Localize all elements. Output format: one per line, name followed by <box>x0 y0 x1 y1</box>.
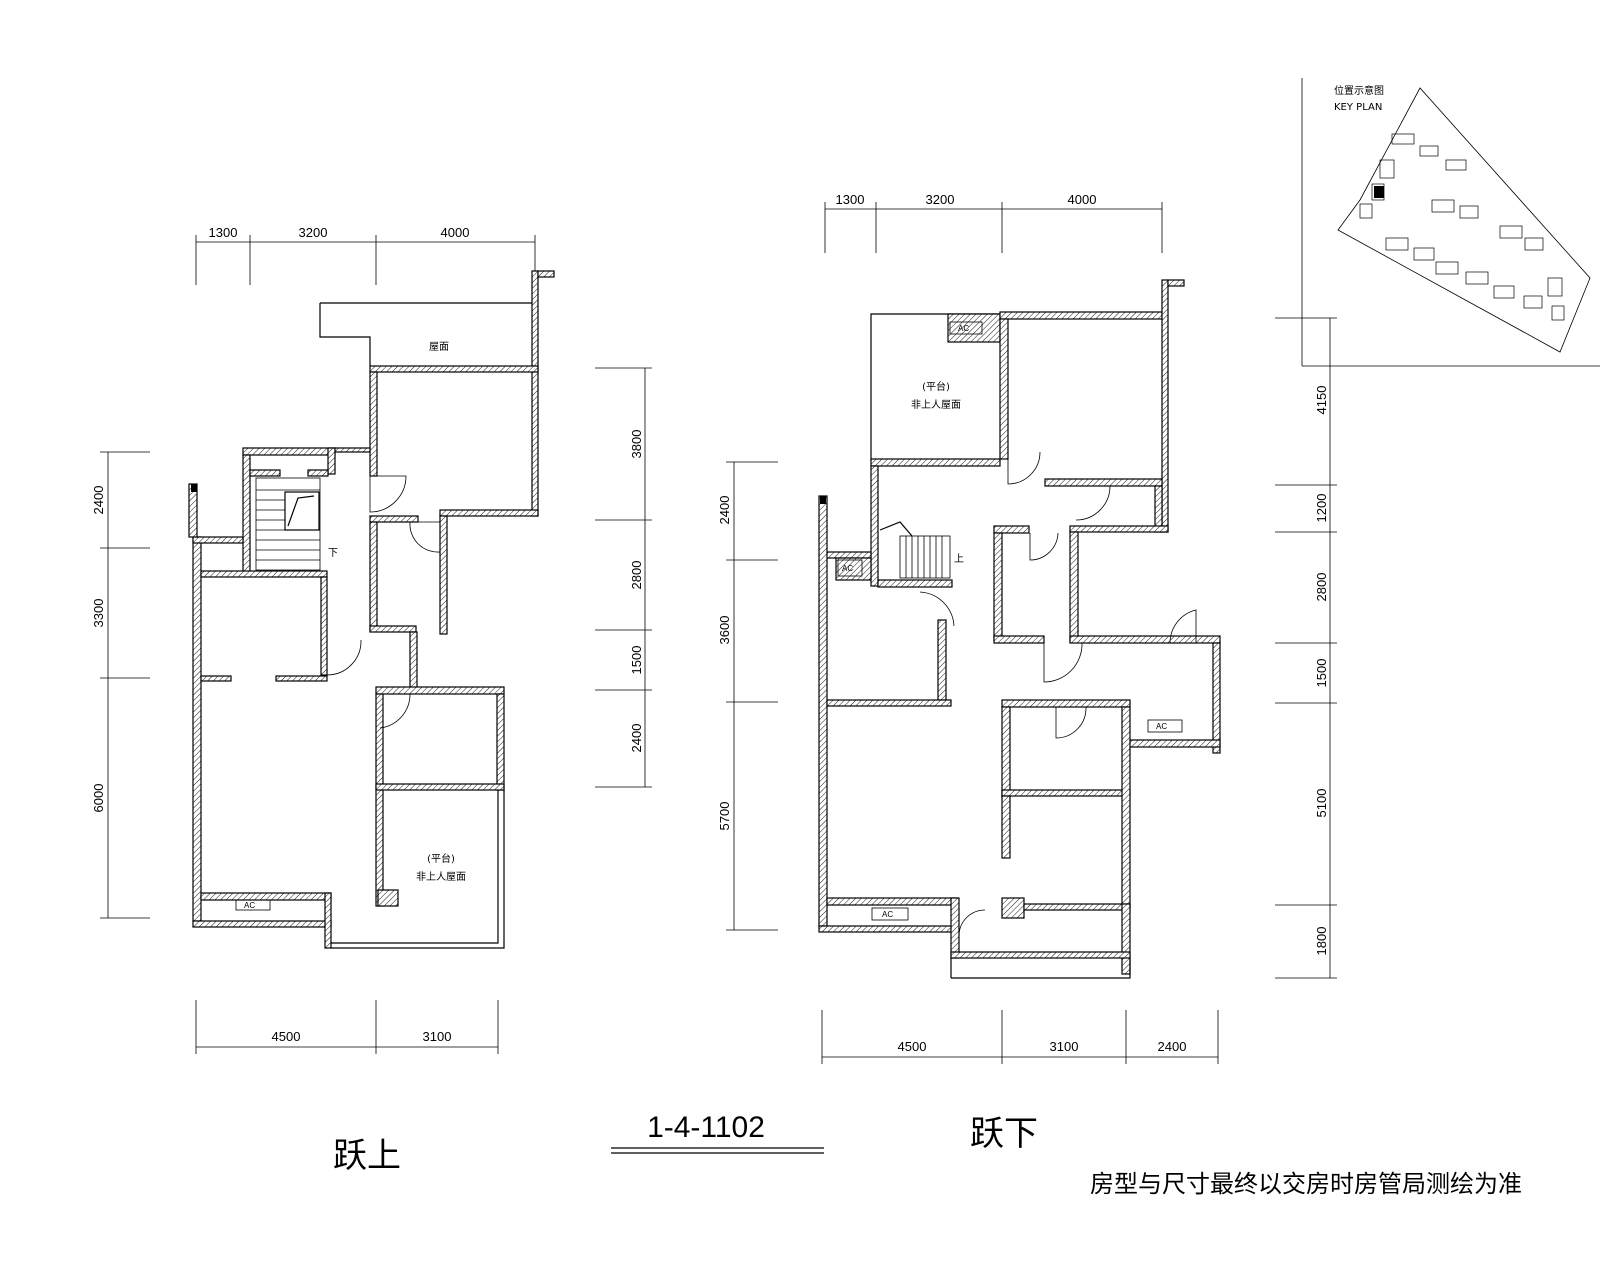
upper-dim-right-1: 3800 <box>629 430 644 459</box>
lower-dim-left-2: 3600 <box>717 616 732 645</box>
lower-dim-bottom-1: 4500 <box>898 1039 927 1054</box>
lower-dim-right-4: 1500 <box>1314 659 1329 688</box>
upper-plan-title: 跃上 <box>333 1136 401 1176</box>
lower-dim-top-1: 1300 <box>836 192 865 207</box>
lower-plan-title: 跃下 <box>970 1114 1038 1154</box>
upper-stairs: 下 <box>255 477 338 571</box>
lower-stairs: 上 <box>879 521 964 579</box>
upper-dim-top-1: 1300 <box>209 225 238 240</box>
upper-dim-left-1: 2400 <box>91 486 106 515</box>
stair-down-label: 下 <box>328 548 338 559</box>
upper-floor-plan: 1300 3200 4000 2400 3300 6000 3800 2800 … <box>91 225 652 1054</box>
lower-ac-label-2: AC <box>842 564 853 573</box>
upper-ac-label: AC <box>244 901 255 910</box>
disclaimer-note: 房型与尺寸最终以交房时房管局测绘为准 <box>1090 1170 1522 1198</box>
upper-platform-label: (平台) <box>427 852 455 865</box>
lower-dim-right-1: 4150 <box>1314 386 1329 415</box>
upper-dims-bottom: 4500 3100 <box>195 1000 499 1054</box>
lower-ac-label-1: AC <box>958 324 969 333</box>
lower-dim-top-2: 3200 <box>926 192 955 207</box>
lower-floor-plan: 1300 3200 4000 2400 3600 5700 4150 12 <box>717 192 1337 1064</box>
lower-ac-label-4: AC <box>882 910 893 919</box>
lower-dim-right-5: 5100 <box>1314 789 1329 818</box>
upper-dims-top: 1300 3200 4000 <box>195 225 536 285</box>
lower-dims-right: 4150 1200 2800 1500 5100 1800 <box>1275 317 1337 979</box>
lower-dim-right-3: 2800 <box>1314 573 1329 602</box>
upper-doors <box>326 475 441 729</box>
upper-dim-right-3: 1500 <box>629 646 644 675</box>
upper-dims-right: 3800 2800 1500 2400 <box>595 367 652 788</box>
lower-dim-left-3: 5700 <box>717 802 732 831</box>
lower-dim-top-3: 4000 <box>1068 192 1097 207</box>
upper-dim-top-3: 4000 <box>441 225 470 240</box>
stair-up-label: 上 <box>954 553 964 565</box>
key-plan-title-cn: 位置示意图 <box>1334 84 1384 97</box>
upper-dim-bottom-2: 3100 <box>423 1029 452 1044</box>
upper-walls <box>188 270 555 949</box>
key-plan: 位置示意图 KEY PLAN <box>1301 78 1600 367</box>
lower-walls <box>818 279 1221 979</box>
lower-dim-right-2: 1200 <box>1314 494 1329 523</box>
lower-doors <box>919 451 1197 936</box>
lower-dim-left-1: 2400 <box>717 496 732 525</box>
lower-dim-bottom-3: 2400 <box>1158 1039 1187 1054</box>
lower-dims-bottom: 4500 3100 2400 <box>821 1010 1219 1064</box>
lower-dim-bottom-2: 3100 <box>1050 1039 1079 1054</box>
lower-ac-label-3: AC <box>1156 722 1167 731</box>
upper-platform-note: 非上人屋面 <box>416 871 466 883</box>
key-plan-title-en: KEY PLAN <box>1334 102 1382 113</box>
upper-dim-left-2: 3300 <box>91 599 106 628</box>
upper-dim-bottom-1: 4500 <box>272 1029 301 1044</box>
upper-dim-right-2: 2800 <box>629 561 644 590</box>
upper-roof-label: 屋面 <box>429 341 449 353</box>
unit-code: 1-4-1102 <box>647 1111 765 1144</box>
upper-dim-right-4: 2400 <box>629 724 644 753</box>
upper-dim-top-2: 3200 <box>299 225 328 240</box>
lower-dims-top: 1300 3200 4000 <box>824 192 1163 253</box>
lower-platform-label: (平台) <box>922 380 950 393</box>
lower-platform-note: 非上人屋面 <box>911 399 961 411</box>
lower-dims-left: 2400 3600 5700 <box>717 461 778 931</box>
upper-dim-left-3: 6000 <box>91 784 106 813</box>
lower-dim-right-6: 1800 <box>1314 927 1329 956</box>
upper-dims-left: 2400 3300 6000 <box>91 451 150 919</box>
